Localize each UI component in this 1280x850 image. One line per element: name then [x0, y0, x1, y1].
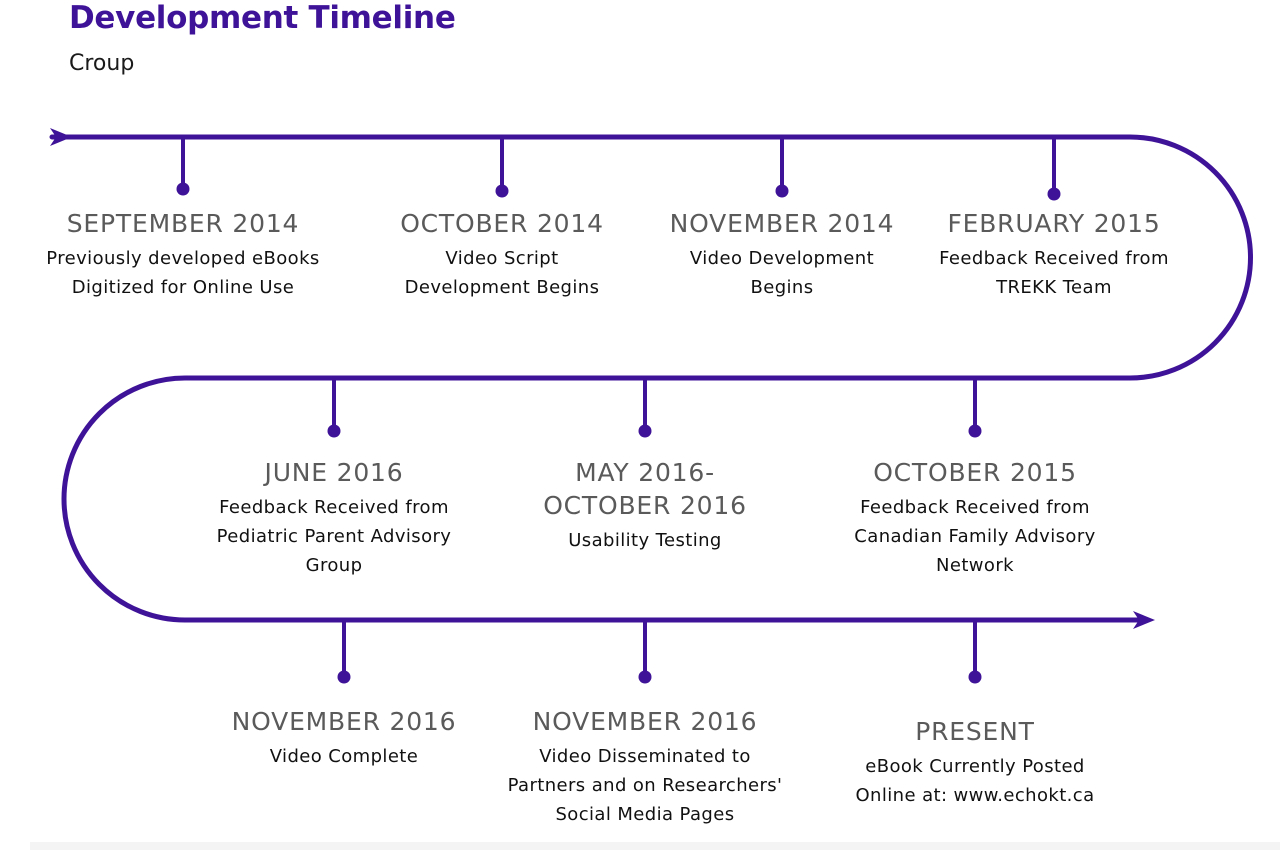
event-date: JUNE 2016: [264, 458, 404, 487]
event-description: Video Complete: [269, 746, 419, 767]
event-description: Feedback Received from TREKK Team: [939, 248, 1169, 298]
event-dot: [968, 670, 982, 684]
event-dot: [638, 670, 652, 684]
timeline-event-may-oct-2016: MAY 2016- OCTOBER 2016 Usability Testing: [500, 456, 790, 555]
page-subtitle: Croup: [69, 51, 135, 76]
event-description: Video Development Begins: [689, 248, 875, 298]
event-description: Feedback Received from Canadian Family A…: [854, 497, 1096, 576]
bottom-band: [30, 842, 1280, 850]
event-date: OCTOBER 2014: [400, 209, 604, 238]
event-dot: [337, 670, 351, 684]
event-dot: [638, 424, 652, 438]
event-dot: [775, 184, 789, 198]
timeline-event-feb-2015: FEBRUARY 2015 Feedback Received from TRE…: [909, 207, 1199, 302]
event-description: Previously developed eBooks Digitized fo…: [46, 248, 320, 298]
event-dot: [1047, 187, 1061, 201]
event-date: OCTOBER 2015: [873, 458, 1077, 487]
event-description: eBook Currently Posted Online at: www.ec…: [855, 756, 1095, 806]
timeline-event-present: PRESENT eBook Currently Posted Online at…: [830, 715, 1120, 810]
event-dot: [176, 182, 190, 196]
timeline-line: [49, 134, 1253, 623]
timeline-event-oct-2014: OCTOBER 2014 Video Script Development Be…: [357, 207, 647, 302]
event-date: SEPTEMBER 2014: [66, 209, 300, 238]
timeline-event-sep-2014: SEPTEMBER 2014 Previously developed eBoo…: [38, 207, 328, 302]
timeline-event-nov-2016-disseminated: NOVEMBER 2016 Video Disseminated to Part…: [485, 705, 805, 829]
event-date: NOVEMBER 2016: [231, 707, 457, 736]
event-date: NOVEMBER 2014: [669, 209, 895, 238]
event-dot: [495, 184, 509, 198]
event-date: FEBRUARY 2015: [947, 209, 1161, 238]
timeline-event-nov-2014: NOVEMBER 2014 Video Development Begins: [637, 207, 927, 302]
event-dot: [327, 424, 341, 438]
event-date: NOVEMBER 2016: [532, 707, 758, 736]
page-title: Development Timeline: [69, 0, 456, 36]
event-date: PRESENT: [915, 717, 1035, 746]
timeline-event-jun-2016: JUNE 2016 Feedback Received from Pediatr…: [189, 456, 479, 580]
event-date: MAY 2016- OCTOBER 2016: [543, 458, 747, 520]
timeline-event-oct-2015: OCTOBER 2015 Feedback Received from Cana…: [830, 456, 1120, 580]
arrow-start-icon: [50, 128, 72, 146]
arrow-end-icon: [1133, 611, 1155, 629]
timeline-event-nov-2016-complete: NOVEMBER 2016 Video Complete: [199, 705, 489, 771]
event-dot: [968, 424, 982, 438]
event-description: Feedback Received from Pediatric Parent …: [216, 497, 452, 576]
event-description: Video Script Development Begins: [404, 248, 600, 298]
event-description: Video Disseminated to Partners and on Re…: [507, 746, 783, 825]
event-description: Usability Testing: [568, 530, 722, 551]
